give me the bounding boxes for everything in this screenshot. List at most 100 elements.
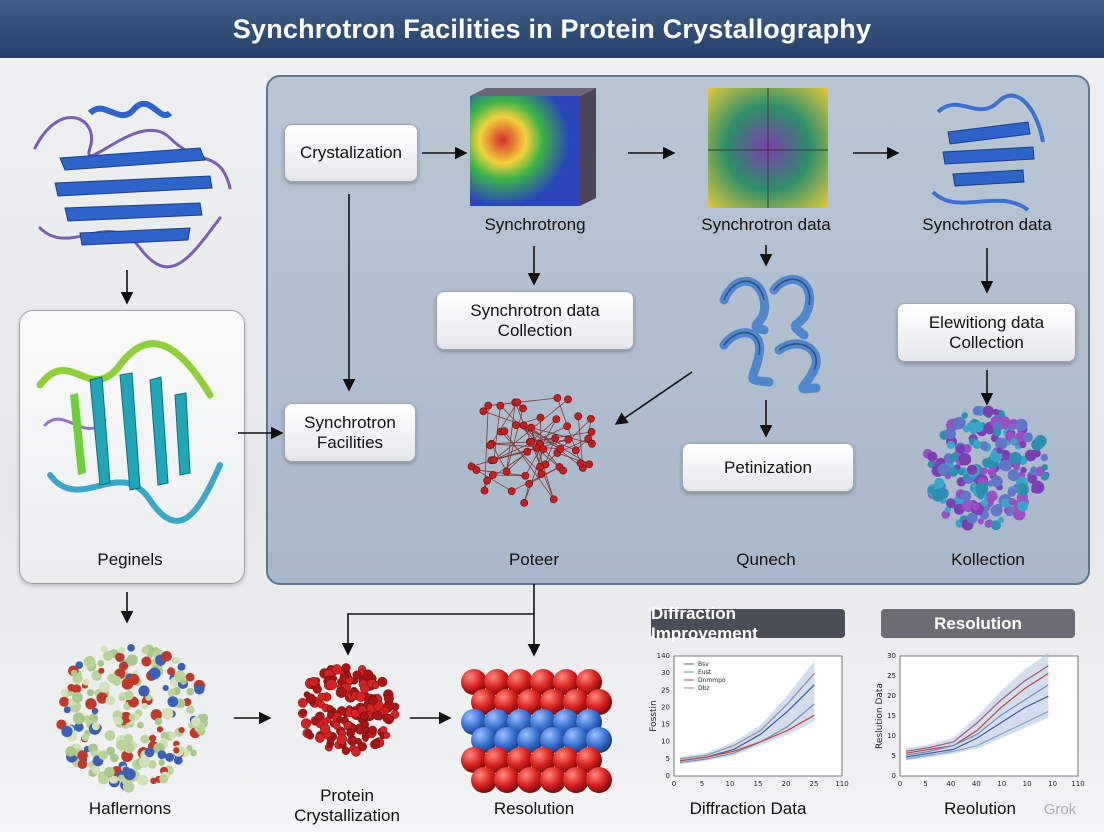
atom (100, 645, 108, 653)
atom (312, 684, 322, 694)
atom (173, 747, 180, 754)
sphere (461, 669, 487, 695)
confidence-band (906, 652, 1049, 761)
arrow (614, 371, 693, 425)
network-node (486, 441, 495, 450)
label-poteer: Poteer (508, 550, 560, 569)
network-node (527, 423, 536, 432)
atom (165, 752, 175, 762)
network-edge (491, 443, 561, 450)
network-edge (523, 448, 544, 504)
sphere (586, 727, 612, 753)
atom (83, 655, 96, 668)
sphere (563, 767, 589, 793)
y-tick-label: 140 (657, 652, 670, 660)
network-node (480, 486, 489, 495)
atom (1030, 466, 1037, 473)
atom (118, 662, 128, 671)
synchrotron-data-collection-box: Synchrotron data Collection (436, 291, 634, 350)
chart1-title: Diffraction Improvement (651, 604, 845, 643)
y-axis-label: Reslution Data (875, 683, 885, 749)
network-edge (489, 402, 518, 446)
atom (297, 697, 308, 708)
protein-ribbon-top-left (33, 100, 232, 269)
y-tick-label: 15 (661, 721, 670, 729)
atom (300, 708, 307, 716)
atom (90, 749, 98, 757)
atom (966, 421, 975, 431)
atom (180, 678, 187, 685)
atom (106, 746, 115, 756)
atom (167, 696, 179, 708)
atom (990, 504, 1003, 517)
legend-label: Dnmmpo (698, 677, 726, 684)
atom (966, 512, 978, 524)
atom (97, 659, 105, 667)
atom (986, 428, 993, 435)
atom (138, 685, 150, 697)
sphere (586, 767, 612, 793)
atom (352, 670, 362, 680)
atom (1007, 488, 1016, 497)
page-title: Synchrotron Facilities in Protein Crysta… (232, 13, 872, 44)
network-node (559, 466, 567, 475)
y-tick-label: 10 (661, 738, 670, 746)
atom (927, 460, 935, 469)
atom (186, 705, 195, 714)
x-tick-label: 10 (726, 780, 735, 788)
y-axis-label: Fosstin (649, 700, 659, 731)
atom (368, 725, 377, 735)
petinization-box: Petinization (682, 443, 854, 492)
atom (98, 667, 105, 674)
plot-area (899, 655, 1079, 777)
network-node (527, 437, 536, 446)
sphere (494, 767, 520, 793)
x-tick-label: 25 (810, 780, 819, 788)
series-line (905, 695, 1049, 758)
atom (1007, 469, 1020, 482)
atom (91, 722, 100, 731)
label-synchrotron-data-1: Synchrotron data (701, 215, 831, 234)
atom (1000, 459, 1012, 472)
sphere (517, 767, 543, 793)
crystalization-box: Crystalization (284, 124, 418, 182)
network-edge (577, 416, 584, 468)
network-edge (530, 418, 557, 443)
atom (194, 684, 205, 695)
atom (990, 475, 1003, 488)
atom (955, 444, 966, 454)
atom (351, 747, 361, 757)
atom (128, 713, 136, 721)
network-node (520, 499, 529, 507)
atom (1031, 480, 1045, 494)
atom (123, 768, 136, 781)
network-edge (504, 430, 555, 500)
y-tick-label: 10 (887, 732, 896, 740)
atom (189, 749, 197, 757)
atom (341, 663, 351, 673)
atom (355, 737, 362, 745)
atom (141, 646, 150, 655)
network-node (537, 470, 546, 478)
x-tick-label: 5 (700, 780, 704, 788)
sphere (517, 689, 543, 715)
atom (370, 739, 380, 750)
network-edge (476, 469, 526, 477)
atom (104, 730, 116, 741)
x-tick-label: 40 (972, 780, 981, 788)
sphere (494, 689, 520, 715)
sphere (586, 689, 612, 715)
network-node (552, 415, 561, 423)
atom (927, 451, 938, 462)
atom (1018, 501, 1026, 509)
atom (368, 695, 378, 706)
atom (312, 717, 320, 725)
protein-space-fill-bottom-left (56, 643, 209, 793)
atom (121, 750, 134, 763)
atom (1008, 497, 1017, 506)
atom (104, 766, 115, 778)
network-node (551, 434, 560, 443)
atom (992, 408, 1000, 416)
